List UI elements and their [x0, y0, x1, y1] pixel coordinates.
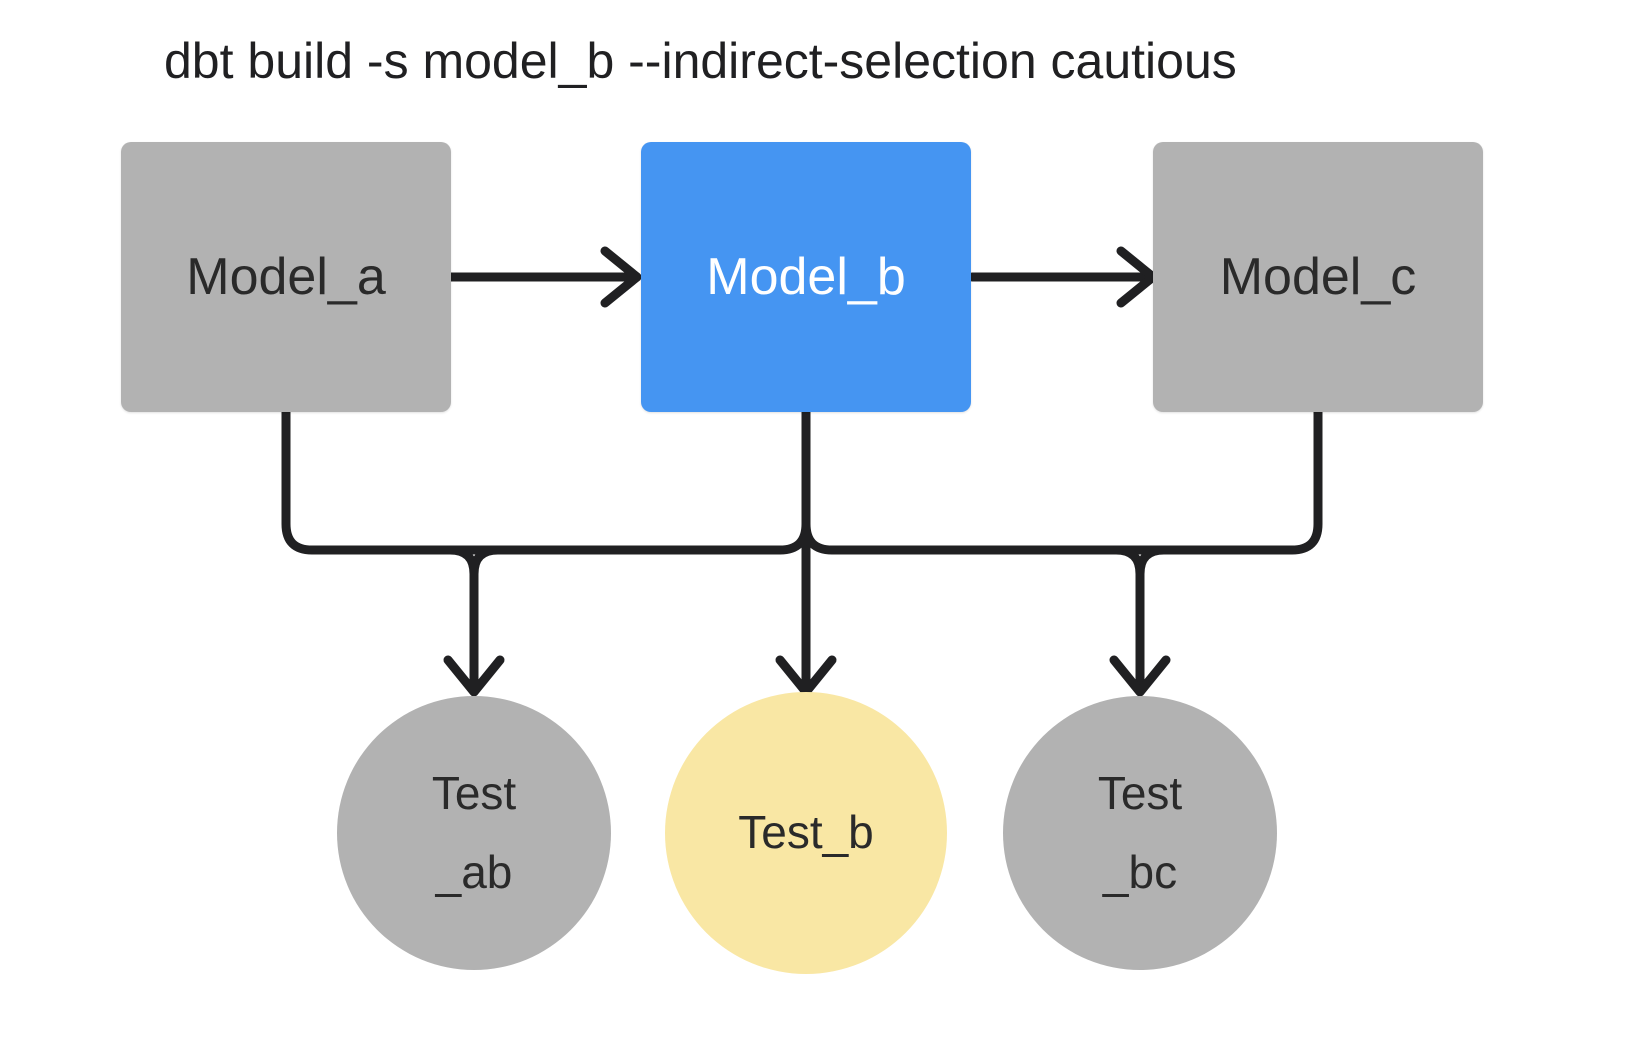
- node-model-c: Model_c: [1153, 142, 1483, 412]
- arrowhead-into-test-bc: [1109, 655, 1171, 697]
- arrowhead-into-test-b: [775, 655, 837, 697]
- branch-fillet-test-ab: [469, 545, 503, 579]
- branch-bus-to-test-ab: [445, 545, 479, 695]
- connector-model-a-to-bus-left: [281, 407, 811, 555]
- branch-fillet-test-bc: [1135, 545, 1169, 579]
- node-test-bc: Test _bc: [1003, 696, 1277, 970]
- node-model-a: Model_a: [121, 142, 451, 412]
- node-test-bc-label-line2: _bc: [1102, 846, 1178, 898]
- node-test-b-label: Test_b: [738, 806, 874, 859]
- node-test-b-highlighted: Test_b: [665, 692, 947, 974]
- connector-model-c-to-bus-right: [801, 407, 1323, 555]
- arrowhead-into-test-ab: [443, 655, 505, 697]
- branch-bus-to-test-bc: [1111, 545, 1145, 695]
- node-model-b-label: Model_b: [706, 248, 906, 306]
- node-test-ab-label-line1: Test: [431, 766, 517, 819]
- node-test-bc-label-line1: Test: [1097, 766, 1183, 819]
- node-test-ab-label-line2: _ab: [435, 846, 513, 898]
- node-test-ab: Test _ab: [337, 696, 611, 970]
- node-model-a-label: Model_a: [186, 248, 386, 306]
- arrowhead-into-model-b: [600, 246, 642, 308]
- diagram-title: dbt build -s model_b --indirect-selectio…: [164, 33, 1237, 89]
- node-model-c-label: Model_c: [1219, 248, 1417, 306]
- arrowhead-into-model-c: [1116, 246, 1158, 308]
- node-model-b-selected: Model_b: [641, 142, 971, 412]
